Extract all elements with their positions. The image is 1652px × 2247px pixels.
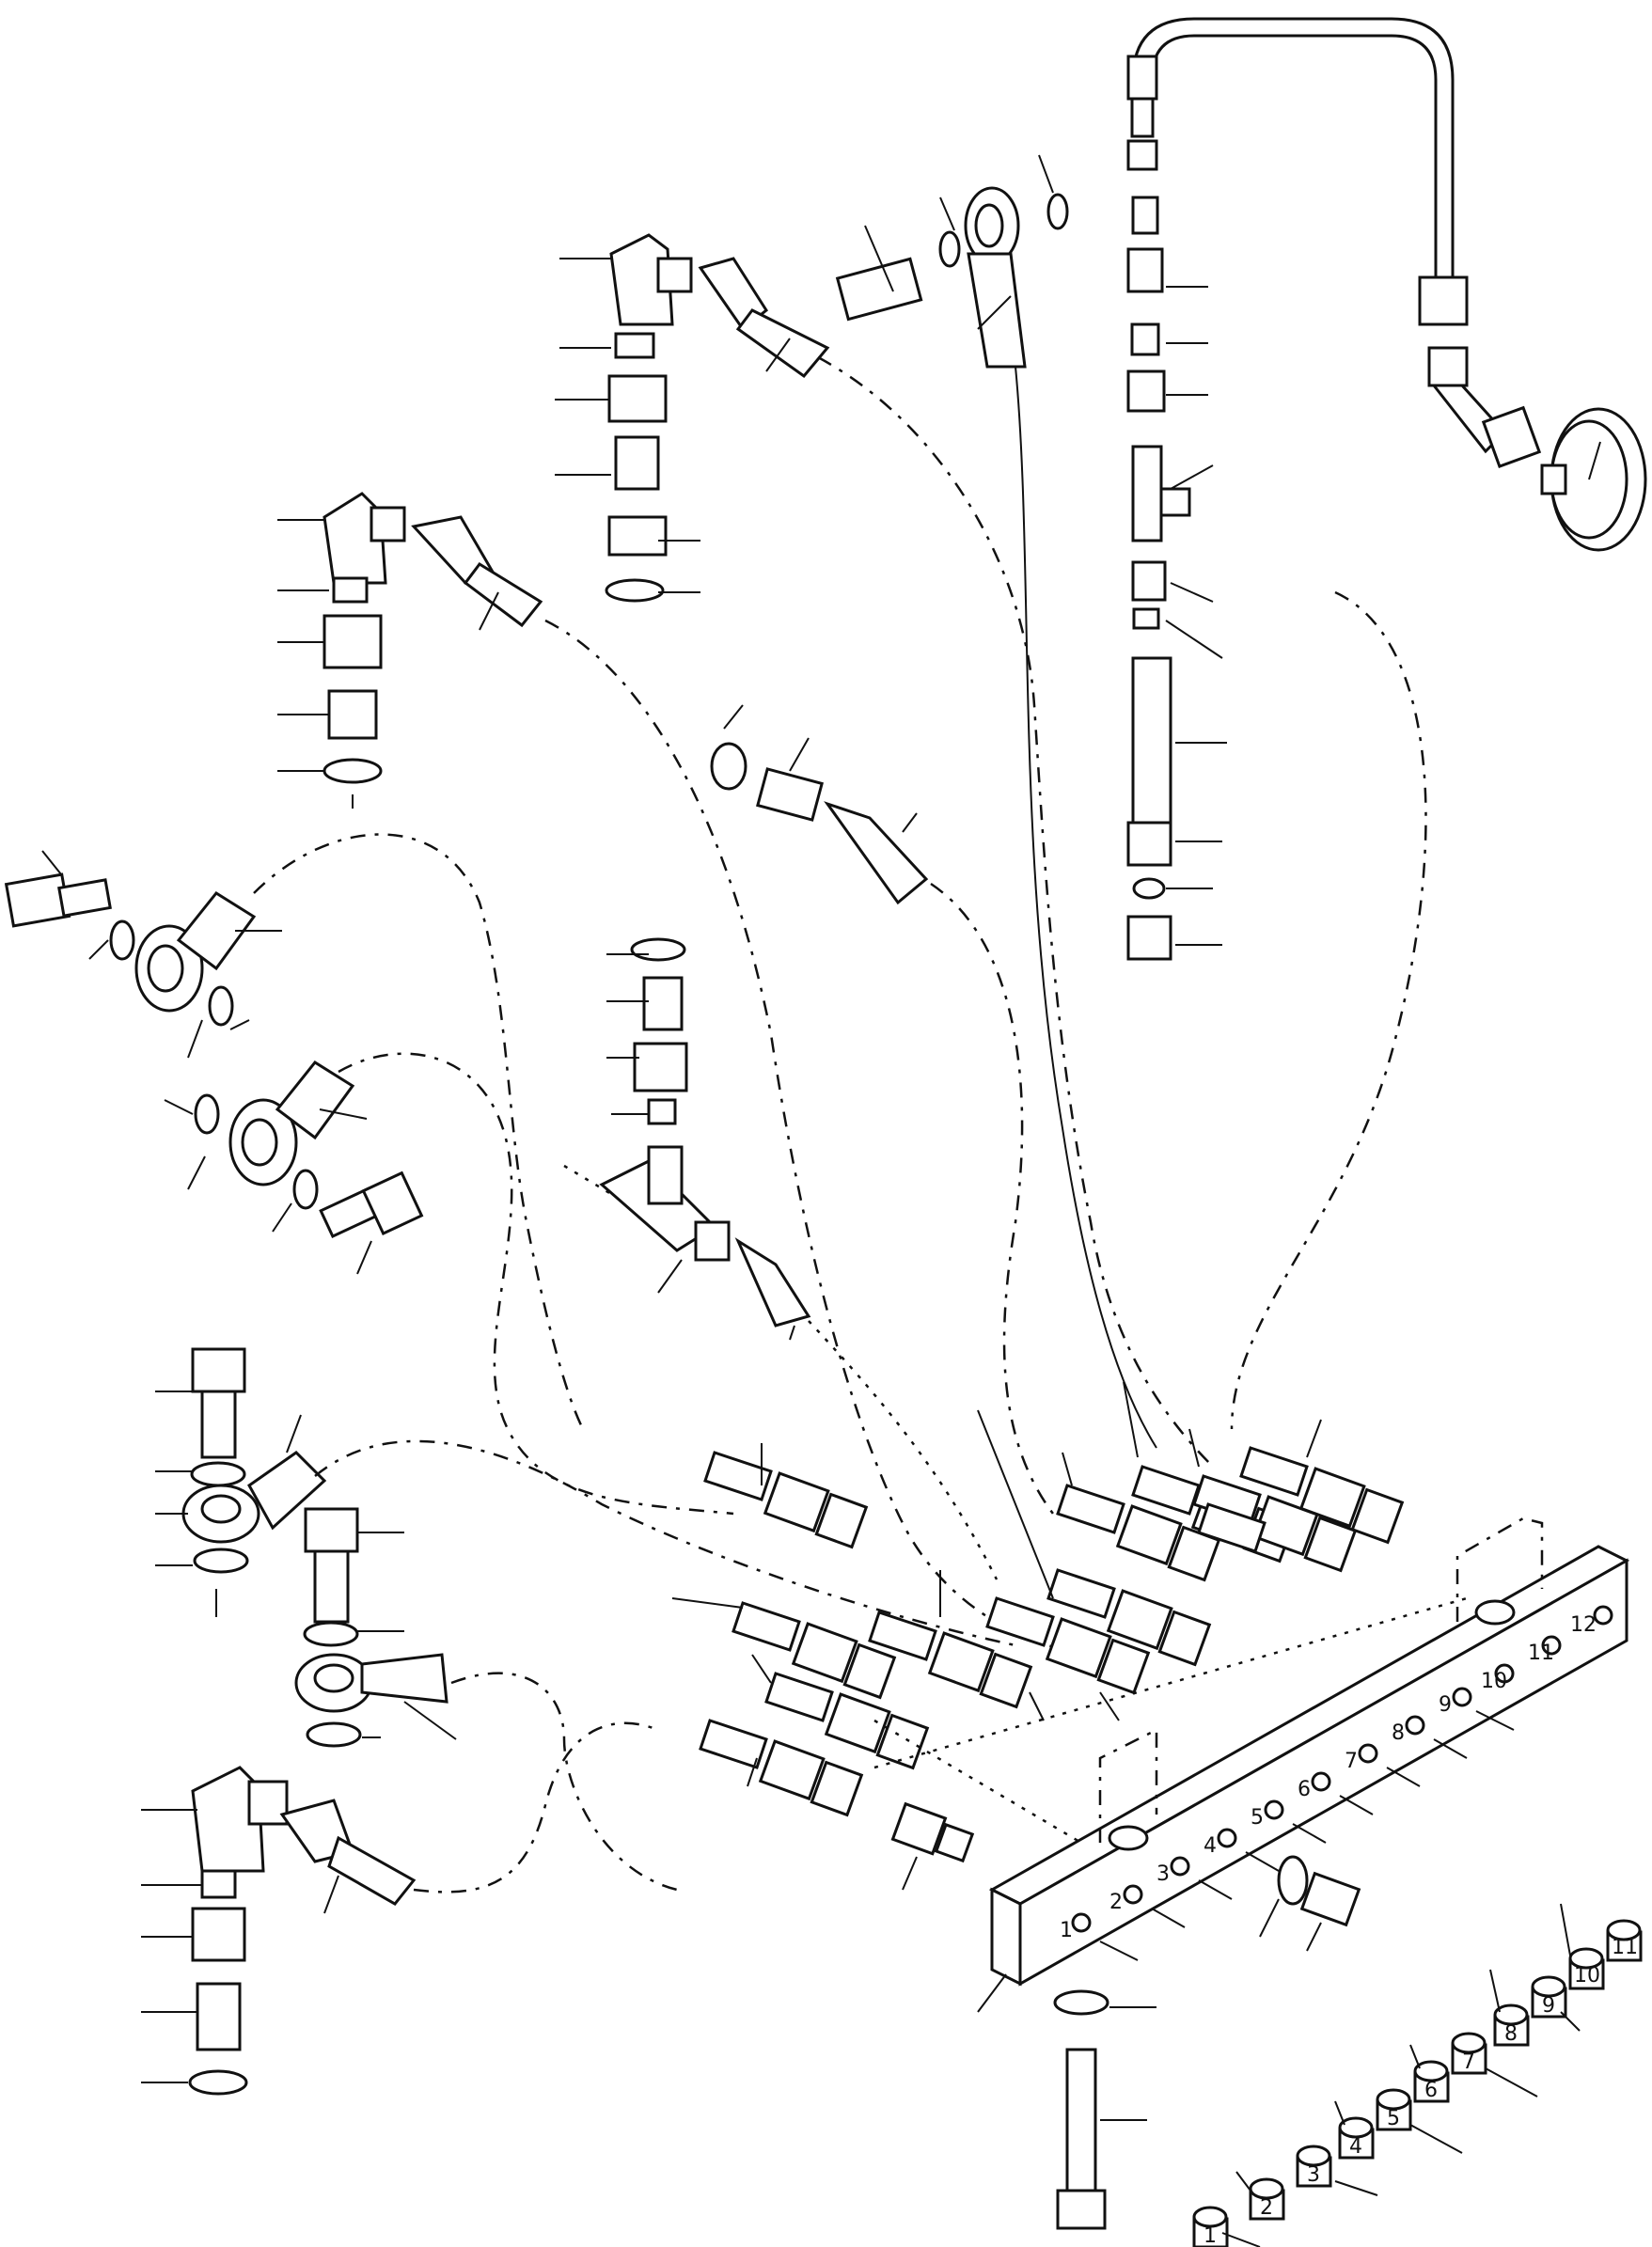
hose-end <box>985 1596 1151 1695</box>
center-tee-group <box>563 937 811 1341</box>
port-label: 8 <box>1392 1721 1405 1745</box>
left-banjo-group-2 <box>164 1061 424 1275</box>
cap-label: 3 <box>1307 2163 1320 2187</box>
mounting-bolt <box>1053 1989 1156 2230</box>
port-label: 10 <box>1481 1670 1507 1693</box>
left-banjo-group-3 <box>155 1347 327 1617</box>
manifold-hose-ends <box>671 1381 1405 1817</box>
elbow-fitting-lower-left <box>141 1766 417 2096</box>
cap-label: 5 <box>1387 2107 1400 2130</box>
manifold-port-labels: 1 2 3 4 5 6 7 8 9 10 11 12 <box>1060 1613 1597 1942</box>
cap <box>1413 2060 1450 2103</box>
port-label: 3 <box>1156 1862 1170 1886</box>
hose-end <box>1239 1446 1405 1545</box>
cap-label: 4 <box>1349 2135 1362 2159</box>
cap <box>1531 1975 1567 2019</box>
port-label: 2 <box>1109 1891 1123 1914</box>
cap-label: 9 <box>1542 1994 1555 2018</box>
hose-end <box>1046 1568 1212 1667</box>
cap-label: 2 <box>1260 2196 1273 2220</box>
cap-label: 6 <box>1424 2079 1438 2102</box>
port-label: 5 <box>1251 1806 1264 1830</box>
cap <box>1296 2145 1332 2188</box>
cap <box>1451 2032 1487 2075</box>
port-label: 7 <box>1345 1750 1358 1773</box>
elbow-fitting-upper-left <box>277 492 543 809</box>
hose-end <box>1197 1502 1267 1553</box>
hose-end <box>764 1672 930 1770</box>
hose-end <box>732 1601 897 1700</box>
left-banjo-group-4 <box>294 1507 457 1748</box>
cap <box>1192 2206 1229 2247</box>
numbered-caps: 1 2 3 4 5 6 7 8 9 10 11 <box>1192 1903 1643 2247</box>
gauge-pipe <box>1126 17 1469 326</box>
cap <box>1493 2003 1530 2047</box>
left-banjo-group-1 <box>4 850 282 1059</box>
hose-end <box>699 1719 864 1817</box>
manifold-ports <box>1071 1605 1613 1933</box>
elbow-fitting-upper-middle <box>555 233 830 603</box>
cap <box>1249 2177 1285 2221</box>
pressure-gauge-icon <box>1540 407 1647 552</box>
cap <box>1338 2116 1375 2160</box>
cap-label: 7 <box>1462 2051 1475 2074</box>
cap-label: 11 <box>1612 1936 1638 1959</box>
hose-end <box>703 1451 869 1549</box>
cap-label: 10 <box>1574 1964 1600 1988</box>
port-label: 1 <box>1060 1919 1073 1942</box>
port-label: 12 <box>1570 1613 1597 1637</box>
manifold-adapter-and-plug <box>890 1801 1361 1952</box>
cap <box>1376 2088 1412 2131</box>
port-label: 11 <box>1528 1642 1554 1665</box>
hose-end <box>1192 1474 1358 1573</box>
middle-adapter <box>710 704 929 905</box>
cap-label: 8 <box>1504 2022 1518 2046</box>
cap-label: 1 <box>1204 2224 1217 2247</box>
cap <box>1606 1919 1643 1962</box>
top-banjo-fitting <box>835 154 1069 369</box>
leader-lines-stack <box>1165 286 1227 946</box>
cap-labels: 1 2 3 4 5 6 7 8 9 10 11 <box>1204 1936 1638 2247</box>
port-label: 6 <box>1298 1778 1311 1801</box>
port-label: 9 <box>1439 1693 1452 1717</box>
cap <box>1568 1947 1605 1990</box>
hose-end <box>868 1611 1033 1709</box>
hose-routes <box>253 355 1427 1893</box>
distribution-manifold: 1 2 3 4 5 6 7 8 9 10 11 12 <box>873 1516 1630 2013</box>
vertical-fitting-stack <box>1126 139 1191 961</box>
port-label: 4 <box>1204 1834 1217 1858</box>
gauge-elbow <box>1427 346 1542 468</box>
